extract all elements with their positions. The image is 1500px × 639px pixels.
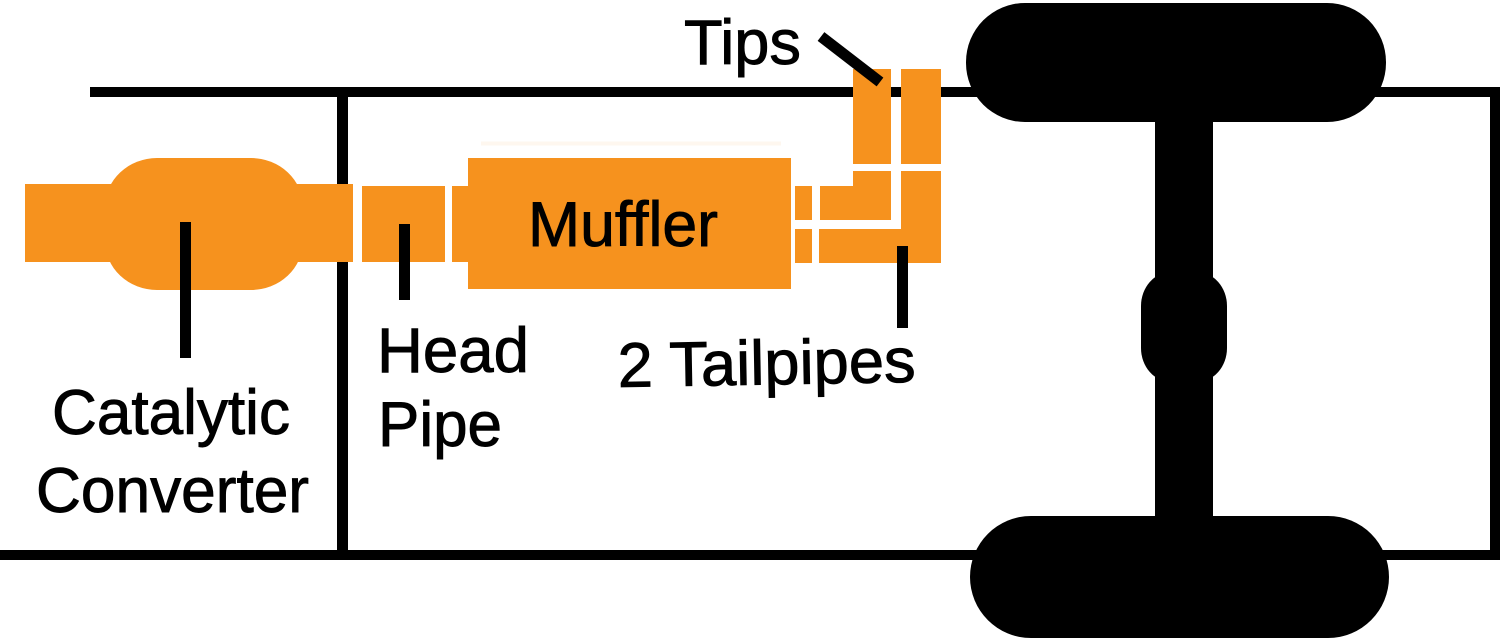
svg-text:Converter: Converter (36, 456, 309, 526)
svg-text:Tips: Tips (684, 8, 801, 78)
svg-text:Catalytic: Catalytic (52, 378, 290, 448)
svg-text:Muffler: Muffler (528, 190, 718, 260)
svg-text:Head: Head (377, 316, 529, 386)
svg-text:2 Tailpipes: 2 Tailpipes (617, 326, 916, 401)
svg-text:Pipe: Pipe (378, 390, 502, 460)
